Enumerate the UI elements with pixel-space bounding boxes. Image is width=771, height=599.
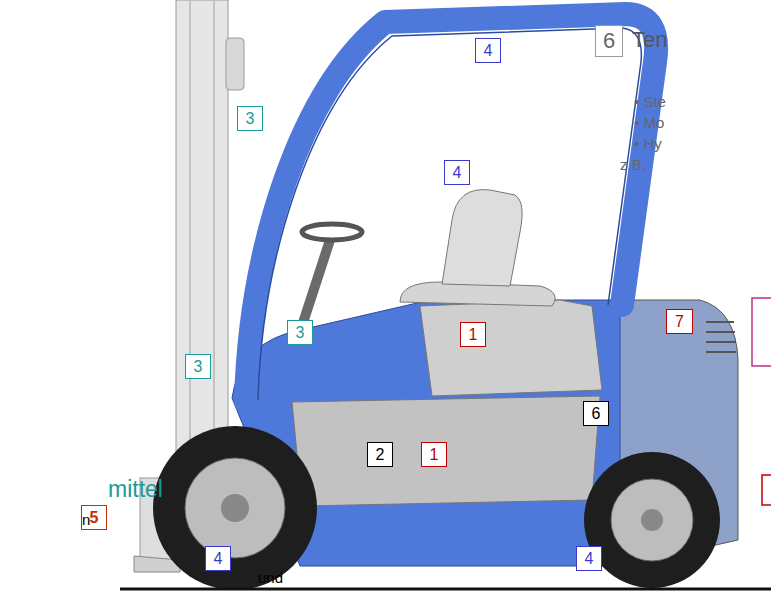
callout-box: 4 bbox=[475, 38, 501, 63]
callout-number: 5 bbox=[90, 509, 99, 527]
rear-tire bbox=[584, 452, 720, 588]
side-panel bbox=[292, 396, 600, 506]
grille bbox=[706, 322, 736, 352]
steering-wheel bbox=[302, 224, 362, 240]
rear-hub bbox=[611, 479, 693, 561]
callout-number: 3 bbox=[194, 358, 203, 376]
steering-column bbox=[300, 240, 330, 332]
callout-number: 4 bbox=[585, 550, 594, 568]
callout-number: 3 bbox=[296, 324, 305, 342]
seat-cushion bbox=[400, 282, 555, 306]
callout-number: 3 bbox=[246, 110, 255, 128]
callout-number: 4 bbox=[214, 550, 223, 568]
label-text: z.B. bbox=[620, 157, 646, 172]
front-hub-center bbox=[221, 494, 249, 522]
callout-number: 4 bbox=[453, 164, 462, 182]
callout-box: 1 bbox=[421, 442, 447, 467]
cab-frame-edge bbox=[258, 28, 641, 400]
callout-number: 6 bbox=[603, 28, 615, 54]
callout-number: 7 bbox=[675, 313, 684, 331]
callout-box: 4 bbox=[576, 546, 602, 571]
label-text: • Mo bbox=[634, 115, 664, 130]
callout-number: 4 bbox=[484, 42, 493, 60]
seat-back bbox=[442, 190, 522, 286]
callout-number: 1 bbox=[430, 446, 439, 464]
callout-box: 3 bbox=[287, 320, 313, 345]
cropped-box bbox=[752, 298, 771, 366]
callout-box: 1 bbox=[460, 322, 486, 347]
callout-box: 3 bbox=[237, 106, 263, 131]
callout-box: 3 bbox=[185, 354, 211, 379]
front-hub bbox=[185, 458, 285, 558]
cropped-box bbox=[762, 475, 771, 505]
label-text: n bbox=[82, 512, 90, 527]
mast-roller bbox=[226, 38, 244, 90]
callout-number: 6 bbox=[592, 405, 601, 423]
ground-line bbox=[120, 588, 771, 591]
callout-number: 2 bbox=[376, 446, 385, 464]
front-tire bbox=[153, 426, 317, 590]
label-text: • Ste bbox=[634, 94, 666, 109]
label-text: Ten bbox=[632, 29, 667, 51]
cab-frame bbox=[246, 14, 656, 402]
callout-box: 7 bbox=[666, 309, 693, 334]
label-text: mittel bbox=[108, 478, 163, 501]
callout-box: 2 bbox=[367, 442, 393, 467]
callout-box: 4 bbox=[205, 546, 231, 571]
callout-box: 6 bbox=[583, 401, 609, 426]
seat-box bbox=[420, 300, 602, 396]
label-text: und bbox=[258, 570, 283, 585]
callout-box: 4 bbox=[444, 160, 470, 185]
callout-number: 1 bbox=[469, 326, 478, 344]
callout-box: 6 bbox=[595, 25, 623, 57]
label-text: • Hy bbox=[634, 136, 662, 151]
rear-hub-center bbox=[641, 509, 663, 531]
